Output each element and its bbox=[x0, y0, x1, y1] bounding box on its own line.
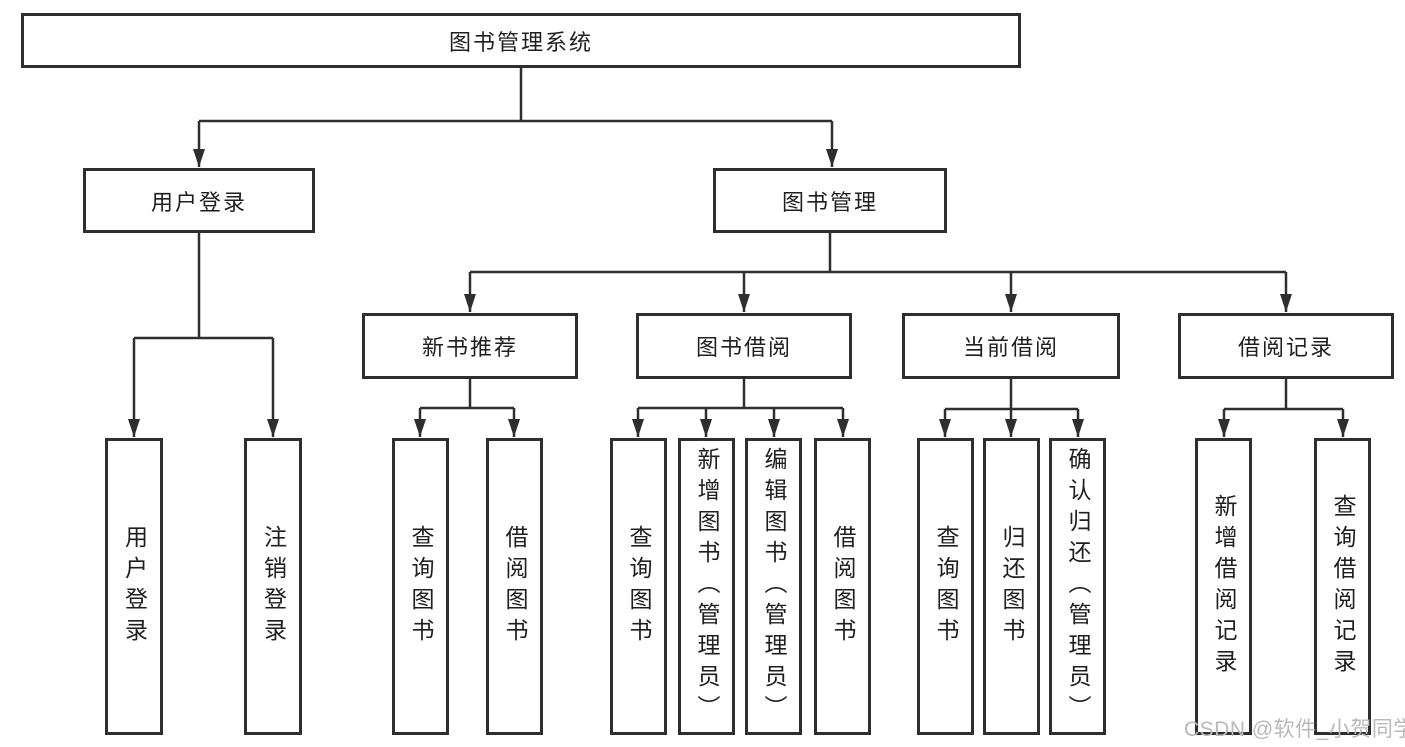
node-user-login-label: 用户登录 bbox=[150, 189, 247, 215]
leaf-query-borrow-record: 查询借阅记录 bbox=[1314, 438, 1371, 735]
node-user-login: 用户登录 bbox=[83, 168, 315, 233]
leaf-return-books-label: 归还图书 bbox=[999, 524, 1025, 649]
node-borrowing-records: 借阅记录 bbox=[1178, 313, 1394, 379]
csdn-watermark: CSDN @软件_小贺同学 bbox=[1184, 718, 1405, 741]
leaf-borrow-books-borrowing-label: 借阅图书 bbox=[830, 524, 856, 649]
leaf-query-books-recommend: 查询图书 bbox=[392, 438, 449, 735]
leaf-add-borrow-record-label: 新增借阅记录 bbox=[1211, 493, 1237, 680]
leaf-borrow-books-recommend-label: 借阅图书 bbox=[502, 524, 528, 649]
leaf-add-books-admin-label: 新增图书（管理员） bbox=[694, 447, 720, 726]
leaf-query-books-recommend-label: 查询图书 bbox=[408, 524, 434, 649]
node-current-borrowing-label: 当前借阅 bbox=[962, 335, 1059, 360]
leaf-return-books: 归还图书 bbox=[983, 438, 1040, 735]
leaf-borrow-books-borrowing: 借阅图书 bbox=[814, 438, 871, 735]
leaf-query-books-current-label: 查询图书 bbox=[933, 524, 959, 649]
leaf-user-login-label: 用户登录 bbox=[121, 524, 148, 649]
leaf-add-borrow-record: 新增借阅记录 bbox=[1195, 438, 1252, 735]
leaf-query-borrow-record-label: 查询借阅记录 bbox=[1330, 493, 1356, 680]
node-new-book-recommendation-label: 新书推荐 bbox=[421, 335, 518, 360]
leaf-add-books-admin: 新增图书（管理员） bbox=[678, 438, 735, 735]
leaf-query-books-current: 查询图书 bbox=[917, 438, 974, 735]
node-library-management-system-label: 图书管理系统 bbox=[448, 29, 593, 55]
leaf-edit-books-admin-label: 编辑图书（管理员） bbox=[761, 447, 787, 726]
leaf-edit-books-admin: 编辑图书（管理员） bbox=[745, 438, 802, 735]
node-new-book-recommendation: 新书推荐 bbox=[362, 313, 578, 379]
leaf-query-books-borrowing-label: 查询图书 bbox=[626, 524, 652, 649]
leaf-logout: 注销登录 bbox=[244, 438, 302, 735]
leaf-user-login: 用户登录 bbox=[105, 438, 163, 735]
node-book-borrowing-label: 图书借阅 bbox=[695, 335, 792, 360]
leaf-confirm-return-admin-label: 确认归还（管理员） bbox=[1065, 447, 1091, 726]
leaf-borrow-books-recommend: 借阅图书 bbox=[486, 438, 543, 735]
node-library-management-system: 图书管理系统 bbox=[21, 13, 1021, 68]
node-book-management: 图书管理 bbox=[713, 168, 947, 233]
node-current-borrowing: 当前借阅 bbox=[902, 313, 1120, 379]
node-borrowing-records-label: 借阅记录 bbox=[1237, 335, 1334, 360]
node-book-borrowing: 图书借阅 bbox=[636, 313, 852, 379]
leaf-query-books-borrowing: 查询图书 bbox=[610, 438, 667, 735]
leaf-confirm-return-admin: 确认归还（管理员） bbox=[1049, 438, 1106, 735]
leaf-logout-label: 注销登录 bbox=[260, 524, 287, 649]
node-book-management-label: 图书管理 bbox=[781, 189, 878, 215]
